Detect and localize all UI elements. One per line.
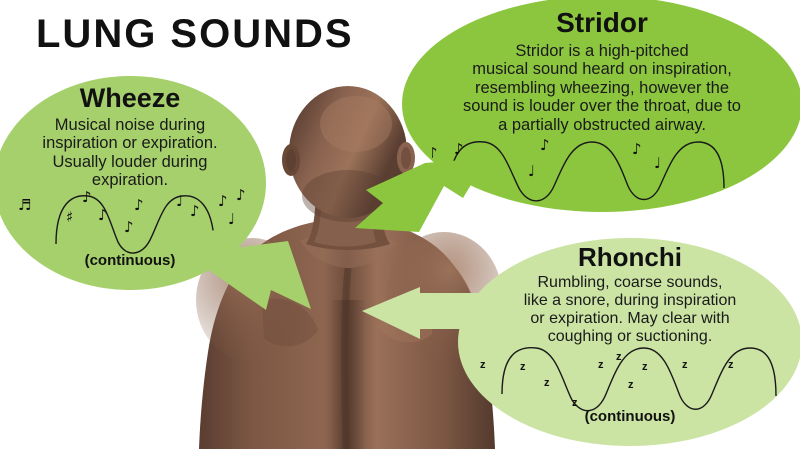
arrow-rhonchi: [362, 287, 500, 339]
callout-rhonchi-body-line: or expiration. May clear with: [530, 309, 730, 327]
callout-wheeze-footer: (continuous): [84, 252, 176, 269]
callout-stridor-body-line: sound is louder over the throat, due to: [463, 97, 741, 116]
callout-rhonchi-body-line: coughing or suctioning.: [547, 327, 713, 345]
arrow-wheeze: [180, 229, 311, 310]
callout-stridor-title: Stridor: [556, 7, 648, 38]
callout-stridor-body-line: resembling wheezing, however the: [474, 78, 730, 97]
callout-stridor-body-line: musical sound heard on inspiration,: [472, 60, 732, 79]
callout-rhonchi-body: Rumbling, coarse sounds, like a snore, d…: [458, 274, 800, 346]
callout-stridor-body-line: Stridor is a high-pitched: [515, 42, 689, 60]
page-title: LUNG SOUNDS: [36, 12, 354, 56]
callout-wheeze-body-line: inspiration or expiration.: [42, 134, 218, 153]
callout-wheeze-body-line: Musical noise during: [54, 116, 206, 134]
callout-rhonchi-footer: (continuous): [584, 408, 676, 425]
arrow-stridor: [355, 158, 487, 232]
callout-wheeze-body-line: Usually louder during: [52, 152, 208, 171]
callout-stridor-body: Stridor is a high-pitched musical sound …: [402, 42, 800, 134]
callout-wheeze-body-line: expiration.: [91, 171, 169, 190]
callout-rhonchi-title: Rhonchi: [578, 242, 682, 272]
callout-wheeze[interactable]: Wheeze Musical noise during inspiration …: [0, 76, 266, 290]
callout-rhonchi-body-line: Rumbling, coarse sounds,: [537, 274, 723, 291]
callout-wheeze-title: Wheeze: [79, 83, 181, 113]
callout-wheeze-body: Musical noise during inspiration or expi…: [0, 116, 266, 190]
callout-rhonchi-body-line: like a snore, during inspiration: [523, 291, 737, 309]
callout-stridor-body-line: a partially obstructed airway.: [498, 115, 706, 134]
